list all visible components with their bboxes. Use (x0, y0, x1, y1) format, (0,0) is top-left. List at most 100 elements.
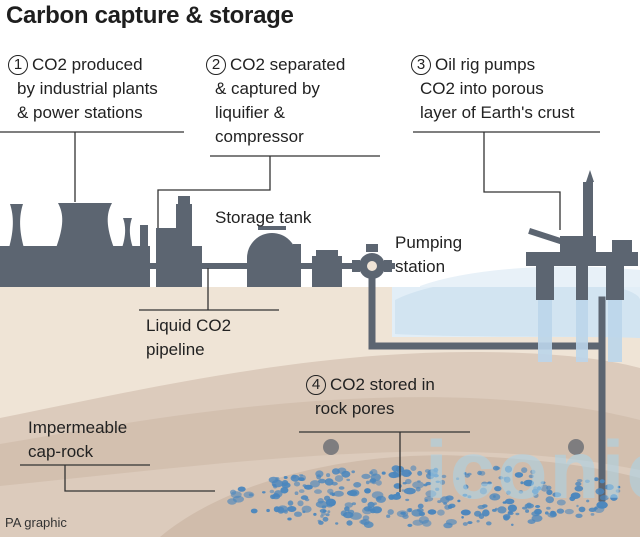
cap-rock-line-1: Impermeable (28, 418, 128, 437)
step-1-line-1: CO2 produced (32, 55, 143, 74)
co2-bubble (521, 467, 528, 473)
co2-bubble (576, 504, 579, 508)
co2-bubble (280, 486, 289, 494)
co2-bubble (576, 479, 583, 483)
co2-bubble (493, 495, 496, 498)
co2-bubble (371, 491, 384, 499)
co2-bubble (272, 484, 277, 487)
co2-bubble (262, 491, 266, 494)
co2-bubble (494, 486, 502, 492)
co2-bubble (463, 484, 469, 490)
co2-bubble (273, 506, 280, 513)
co2-bubble (462, 522, 468, 526)
co2-bubble (301, 505, 312, 513)
co2-bubble (457, 499, 461, 503)
co2-bubble (403, 487, 416, 495)
co2-bubble (237, 486, 246, 492)
co2-bubble (514, 472, 524, 478)
co2-bubble (322, 516, 329, 522)
co2-bubble (362, 515, 370, 521)
co2-bubble (531, 514, 543, 522)
co2-bubble (405, 498, 410, 502)
co2-bubble (605, 484, 614, 491)
co2-bubble (349, 489, 360, 497)
co2-bubble (497, 506, 507, 514)
step-3-line-2: CO2 into porous (420, 79, 544, 98)
co2-bubble (461, 516, 464, 519)
co2-bubble (290, 474, 300, 482)
step-2-line-3: liquifier & (215, 103, 285, 122)
co2-bubble (439, 479, 446, 485)
co2-bubble (375, 480, 382, 486)
marker-dot (323, 439, 339, 455)
step-3-line-1: Oil rig pumps (435, 55, 536, 74)
co2-bubble (564, 508, 574, 515)
co2-bubble (400, 511, 406, 515)
co2-bubble (313, 512, 317, 516)
co2-bubble (492, 508, 497, 512)
co2-bubble (250, 508, 258, 514)
co2-bubble (546, 489, 553, 495)
co2-bubble (344, 502, 353, 508)
co2-bubble (540, 481, 546, 485)
co2-bubble (417, 470, 423, 476)
co2-bubble (417, 480, 421, 483)
co2-bubble (294, 491, 299, 496)
pumping-station-icon (352, 244, 392, 279)
co2-bubble (417, 503, 424, 509)
co2-bubble (373, 502, 377, 506)
co2-bubble (243, 491, 255, 499)
capture-plant-icon (156, 196, 202, 287)
co2-bubble (487, 481, 492, 485)
co2-bubble (433, 474, 439, 478)
co2-bubble (595, 488, 605, 495)
co2-bubble (445, 519, 457, 526)
step-4-line-2: rock pores (315, 399, 395, 418)
compressor-icon (312, 250, 342, 287)
pumping-station-label: Pumping station (395, 231, 462, 279)
co2-bubble (365, 480, 370, 485)
co2-bubble (520, 481, 524, 485)
co2-bubble (425, 490, 437, 498)
co2-bubble (433, 467, 439, 473)
co2-bubble (406, 508, 412, 513)
co2-bubble (334, 475, 344, 482)
co2-bubble (281, 480, 289, 486)
step-2-line-2: & captured by (215, 79, 320, 98)
co2-bubble (531, 488, 539, 494)
pumping-station-line-1: Pumping (395, 233, 463, 252)
co2-bubble (552, 511, 557, 515)
co2-bubble (515, 512, 520, 516)
co2-bubble (304, 498, 310, 502)
co2-bubble (556, 508, 565, 514)
co2-bubble (304, 484, 313, 490)
co2-bubble (363, 521, 374, 528)
co2-bubble (593, 505, 605, 513)
co2-bubble (367, 501, 375, 508)
co2-bubble (423, 483, 428, 487)
co2-bubble (283, 509, 288, 514)
co2-bubble (370, 473, 381, 482)
co2-bubble (492, 465, 500, 471)
rig-legs-underwater (538, 300, 622, 362)
co2-bubble (338, 486, 345, 490)
co2-bubble (535, 505, 541, 508)
co2-bubble (287, 500, 294, 506)
co2-bubble (518, 490, 524, 494)
co2-bubble (364, 488, 371, 494)
co2-bubble (443, 502, 447, 505)
co2-bubble (287, 517, 292, 521)
co2-bubble (359, 519, 367, 525)
pipeline-line-1: Liquid CO2 (146, 316, 232, 335)
co2-bubble (297, 500, 304, 507)
co2-bubble (506, 490, 511, 495)
step-number-badge: 4 (306, 375, 326, 395)
co2-bubble (427, 509, 437, 515)
co2-bubble (525, 509, 530, 513)
co2-bubble (401, 469, 412, 478)
step-2-line-1: CO2 separated (230, 55, 346, 74)
co2-bubble (437, 500, 442, 504)
co2-bubble (540, 484, 549, 492)
co2-bubble (266, 508, 270, 513)
